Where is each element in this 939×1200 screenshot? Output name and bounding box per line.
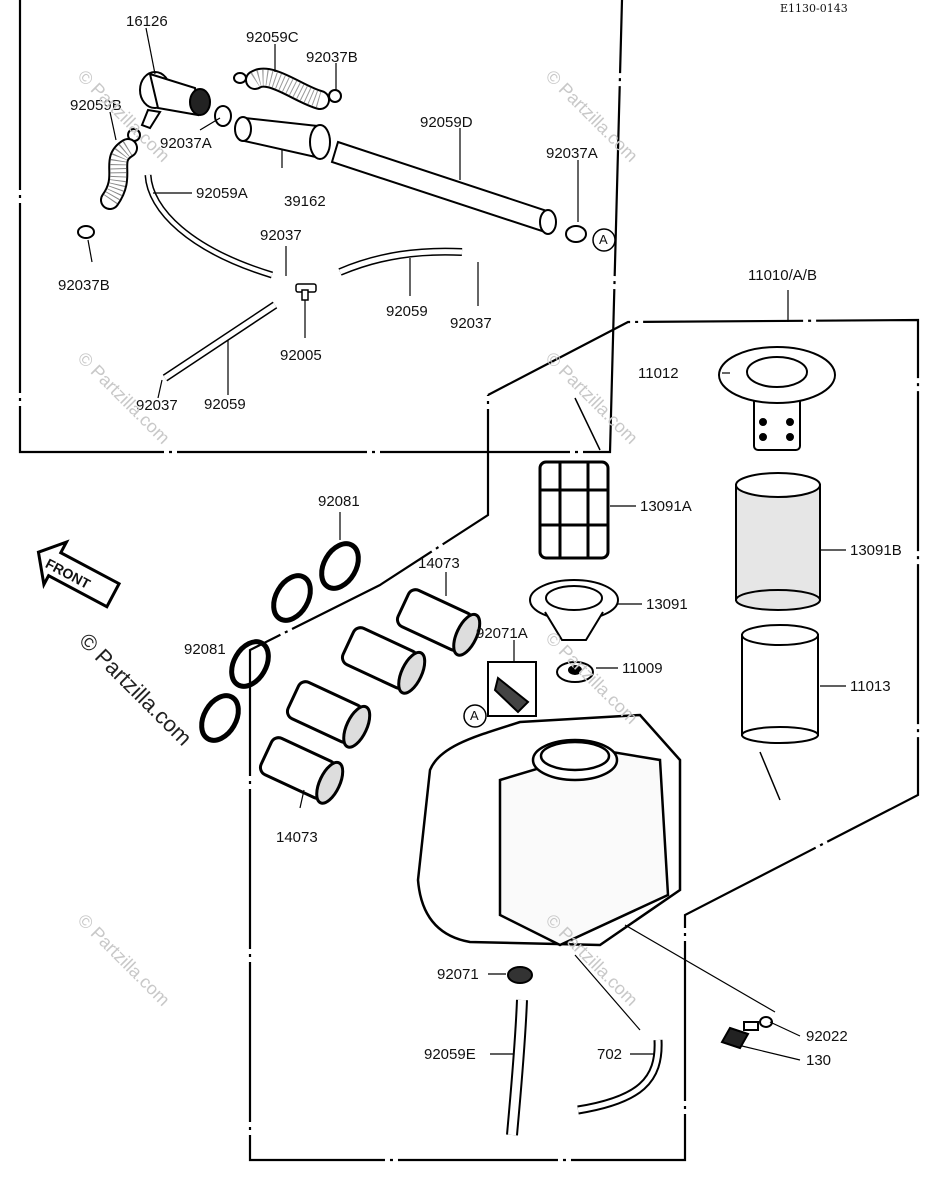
filter-13091B: [735, 472, 821, 611]
callout-a-top-circle: [592, 228, 616, 252]
label-16126[interactable]: 16126: [126, 13, 168, 30]
breather-group-border: [18, 0, 624, 454]
label-92059B[interactable]: 92059B: [70, 97, 122, 114]
label-13091A[interactable]: 13091A: [640, 498, 692, 515]
hose-92059C: [245, 67, 330, 110]
callout-a-bottom-circle: [463, 704, 487, 728]
airbox-group-border: [248, 318, 920, 1162]
label-13091B[interactable]: 13091B: [850, 542, 902, 559]
fitting-92071A: [487, 661, 537, 717]
label-92005[interactable]: 92005: [280, 347, 322, 364]
diagram-code: E1130-0143: [780, 2, 848, 15]
cage-13091A: [538, 460, 610, 560]
label-92059-right[interactable]: 92059: [386, 303, 428, 320]
label-92037-b[interactable]: 92037: [450, 315, 492, 332]
holders-14073: [258, 588, 482, 805]
label-92037A-right[interactable]: 92037A: [546, 145, 598, 162]
label-14073-top[interactable]: 14073: [418, 555, 460, 572]
label-92022[interactable]: 92022: [806, 1028, 848, 1045]
element-11013: [741, 624, 819, 744]
callout-a-bottom: A: [470, 708, 479, 723]
label-92071A[interactable]: 92071A: [476, 625, 528, 642]
orings-92081: [199, 541, 361, 743]
label-39162[interactable]: 39162: [284, 193, 326, 210]
label-130[interactable]: 130: [806, 1052, 832, 1069]
front-arrow: [36, 539, 122, 609]
label-92081-top[interactable]: 92081: [318, 493, 360, 510]
label-11009[interactable]: 11009: [622, 660, 663, 677]
bolt-130: [720, 1016, 773, 1050]
label-92037-a[interactable]: 92037: [260, 227, 302, 244]
label-92059D[interactable]: 92059D: [420, 114, 473, 131]
label-92059A[interactable]: 92059A: [196, 185, 248, 202]
hose-92059B: [100, 138, 138, 210]
cap-11012: [718, 346, 836, 451]
label-11013[interactable]: 11013: [850, 678, 891, 695]
label-92059C[interactable]: 92059C: [246, 29, 299, 46]
label-92037-c[interactable]: 92037: [136, 397, 178, 414]
tube-39162: [234, 116, 331, 160]
drain-92071: [507, 966, 533, 984]
tee-92005: [295, 283, 317, 301]
grommet-11009: [556, 661, 594, 683]
label-11010[interactable]: 11010/A/B: [748, 267, 817, 284]
breather-16126: [139, 71, 211, 130]
label-92059-left[interactable]: 92059: [204, 396, 246, 413]
label-92071[interactable]: 92071: [437, 966, 479, 983]
label-92037B-top[interactable]: 92037B: [306, 49, 358, 66]
label-92037A-left[interactable]: 92037A: [160, 135, 212, 152]
hose-92059D: [330, 140, 557, 235]
leader-lines: [87, 27, 846, 1061]
label-92059E[interactable]: 92059E: [424, 1046, 476, 1063]
callout-a-top: A: [599, 232, 608, 247]
label-13091[interactable]: 13091: [646, 596, 688, 613]
label-92081-left[interactable]: 92081: [184, 641, 226, 658]
label-92037B-bottom[interactable]: 92037B: [58, 277, 110, 294]
label-702[interactable]: 702: [597, 1046, 623, 1063]
airbox-housing: [416, 713, 682, 947]
label-14073-bottom[interactable]: 14073: [276, 829, 318, 846]
funnel-13091: [529, 579, 619, 641]
label-11012[interactable]: 11012: [638, 365, 679, 382]
